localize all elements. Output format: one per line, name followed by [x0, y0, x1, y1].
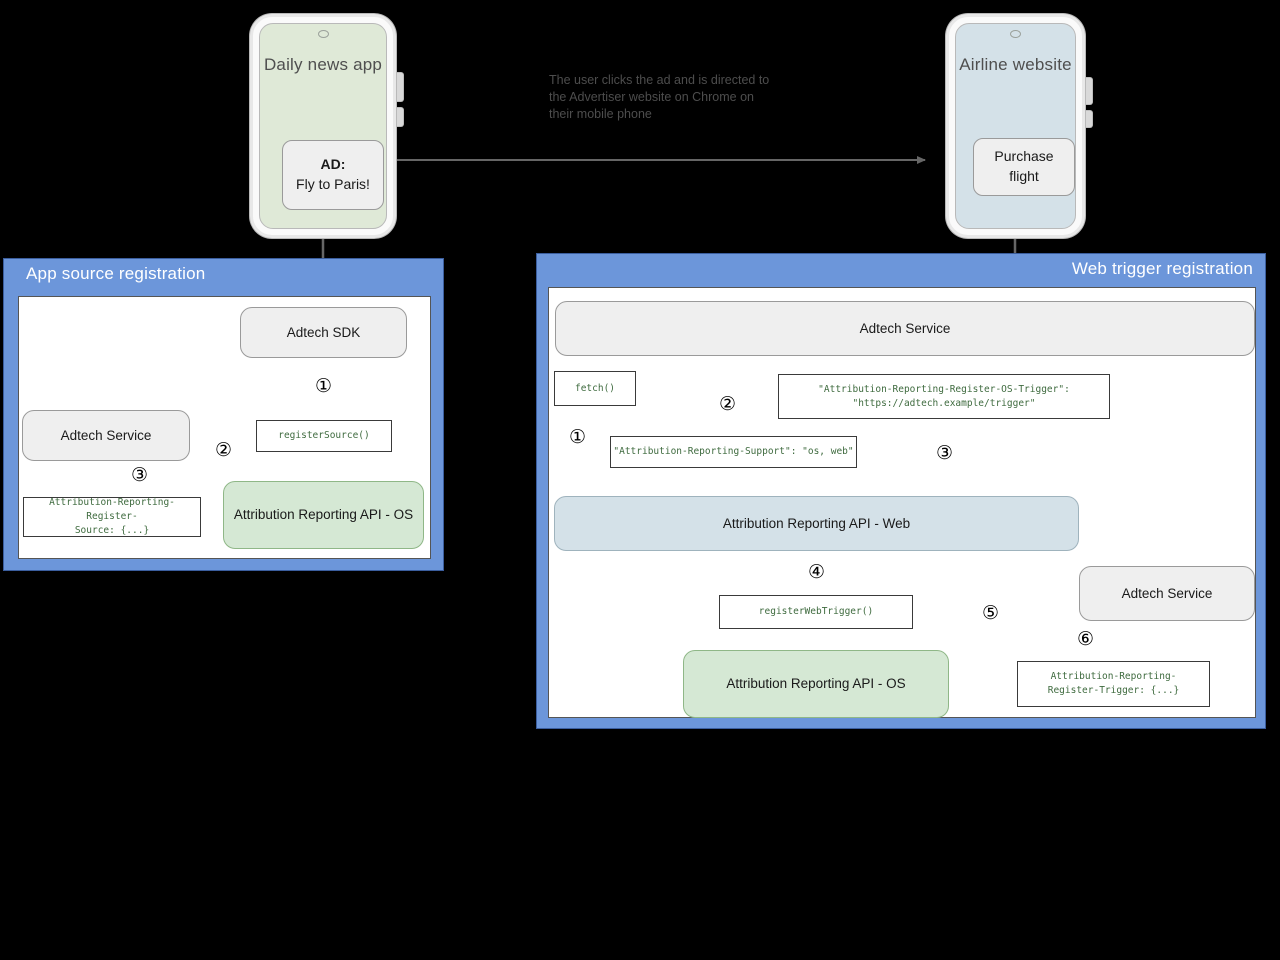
- node-adtech-service-top-right[interactable]: Adtech Service: [555, 301, 1255, 356]
- node-ar-api-os-right-label: Attribution Reporting API - OS: [726, 676, 906, 692]
- phone-camera-icon: [1010, 30, 1021, 38]
- code-os-trigger-header-text: "Attribution-Reporting-Register-OS-Trigg…: [818, 383, 1070, 409]
- phone-side-button-volume: [397, 72, 404, 102]
- ad-headline: AD:: [320, 156, 346, 173]
- code-register-web-trigger: registerWebTrigger(): [719, 595, 913, 629]
- node-adtech-service-bottom-right-label: Adtech Service: [1121, 585, 1213, 601]
- code-register-source-header-text: Attribution-Reporting-Register- Source: …: [49, 497, 175, 536]
- ad-card-fly-to-paris[interactable]: AD: Fly to Paris!: [282, 140, 384, 210]
- node-adtech-service-top-right-label: Adtech Service: [859, 320, 951, 336]
- phone-screen-daily-news: Daily news app AD: Fly to Paris!: [259, 23, 387, 229]
- panel-title-web-trigger-registration: Web trigger registration: [1071, 259, 1253, 278]
- code-os-trigger-header: "Attribution-Reporting-Register-OS-Trigg…: [778, 374, 1110, 419]
- phone-screen-airline: Airline website Purchase flight: [955, 23, 1076, 229]
- annotation-click-flow: The user clicks the ad and is directed t…: [549, 73, 770, 121]
- node-ar-api-web-label: Attribution Reporting API - Web: [722, 515, 911, 531]
- node-ar-api-os-left[interactable]: Attribution Reporting API - OS: [223, 481, 424, 549]
- ad-body: Fly to Paris!: [296, 176, 370, 192]
- step-badge-right-6: ⑥: [1077, 628, 1095, 650]
- node-adtech-sdk[interactable]: Adtech SDK: [240, 307, 407, 358]
- step-badge-right-5: ⑤: [982, 602, 1000, 624]
- phone-title-daily-news: Daily news app: [263, 55, 383, 74]
- code-support-header-text: "Attribution-Reporting-Support": "os, we…: [613, 446, 854, 458]
- step-badge-right-2: ②: [719, 393, 737, 415]
- purchase-flight-label: Purchase flight: [994, 148, 1054, 184]
- node-adtech-service-left[interactable]: Adtech Service: [22, 410, 190, 461]
- code-register-source-header: Attribution-Reporting-Register- Source: …: [23, 497, 201, 537]
- phone-title-airline-website: Airline website: [959, 55, 1072, 74]
- node-adtech-service-left-label: Adtech Service: [60, 427, 152, 443]
- step-badge-right-1: ①: [569, 426, 587, 448]
- phone-daily-news: Daily news app AD: Fly to Paris!: [250, 14, 404, 238]
- step-badge-left-3: ③: [131, 464, 149, 486]
- panel-title-app-source-registration: App source registration: [26, 264, 206, 283]
- code-register-web-trigger-text: registerWebTrigger(): [758, 606, 874, 618]
- node-adtech-sdk-label: Adtech SDK: [286, 324, 361, 340]
- code-register-trigger-header: Attribution-Reporting- Register-Trigger:…: [1017, 661, 1210, 707]
- code-fetch-text: fetch(): [574, 382, 616, 394]
- code-register-trigger-header-text: Attribution-Reporting- Register-Trigger:…: [1047, 671, 1180, 696]
- node-ar-api-web[interactable]: Attribution Reporting API - Web: [554, 496, 1079, 551]
- phone-side-button-power: [397, 107, 404, 127]
- code-support-header: "Attribution-Reporting-Support": "os, we…: [610, 436, 857, 468]
- phone-camera-icon: [317, 30, 329, 38]
- step-badge-right-3: ③: [936, 442, 954, 464]
- code-register-source: registerSource(): [256, 420, 392, 452]
- phone-airline-website: Airline website Purchase flight: [946, 14, 1093, 238]
- phone-side-button-volume: [1086, 77, 1093, 105]
- step-badge-left-1: ①: [315, 375, 333, 397]
- purchase-flight-button[interactable]: Purchase flight: [973, 138, 1075, 196]
- step-badge-left-2: ②: [215, 439, 233, 461]
- node-ar-api-os-right[interactable]: Attribution Reporting API - OS: [683, 650, 949, 718]
- node-ar-api-os-left-label: Attribution Reporting API - OS: [233, 507, 414, 523]
- phone-side-button-power: [1086, 110, 1093, 128]
- step-badge-right-4: ④: [808, 561, 826, 583]
- code-fetch: fetch(): [554, 371, 636, 406]
- node-adtech-service-bottom-right[interactable]: Adtech Service: [1079, 566, 1255, 621]
- code-register-source-text: registerSource(): [278, 430, 370, 442]
